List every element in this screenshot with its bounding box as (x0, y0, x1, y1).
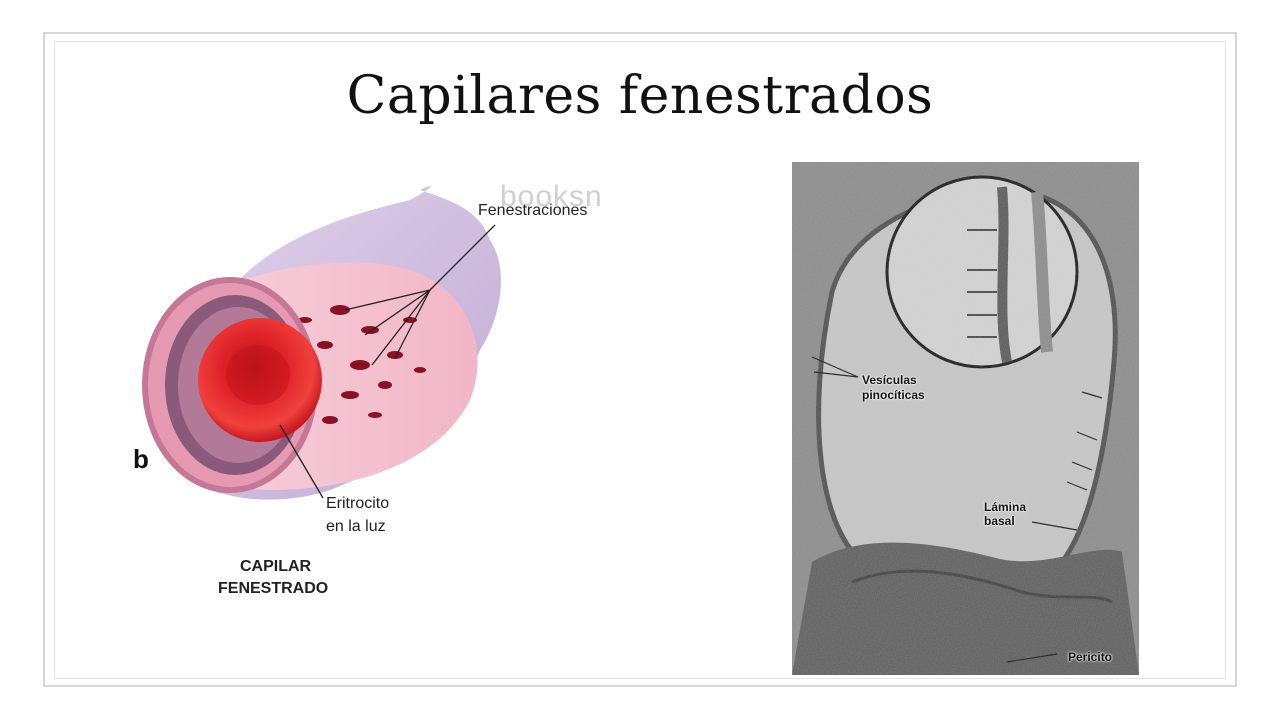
label-eritrocito-line1: Eritrocito (326, 495, 390, 512)
label-vesiculas-line2: pinocíticas (862, 388, 925, 402)
watermark-text: booksn (500, 180, 603, 213)
caption-line2: FENESTRADO (218, 580, 329, 597)
label-fenestraciones: Fenestraciones (478, 202, 588, 219)
label-eritrocito-line2: en la luz (326, 518, 386, 535)
fenestration-pores (298, 305, 426, 424)
label-lamina-line1: Lámina (984, 500, 1027, 514)
electron-micrograph (792, 162, 1139, 675)
slide-frame-outer (43, 32, 1237, 687)
label-pericito: Pericito (1068, 650, 1113, 664)
capillary-illustration (142, 185, 501, 500)
caption-line1: CAPILAR (240, 558, 312, 575)
panel-letter: b (133, 444, 149, 474)
label-vesiculas-line1: Vesículas (862, 373, 917, 387)
slide-title: Capilares fenestrados (346, 66, 934, 126)
label-lamina-line2: basal (984, 514, 1015, 528)
slide-frame-inner (54, 41, 1226, 679)
leader-lines (279, 224, 496, 499)
